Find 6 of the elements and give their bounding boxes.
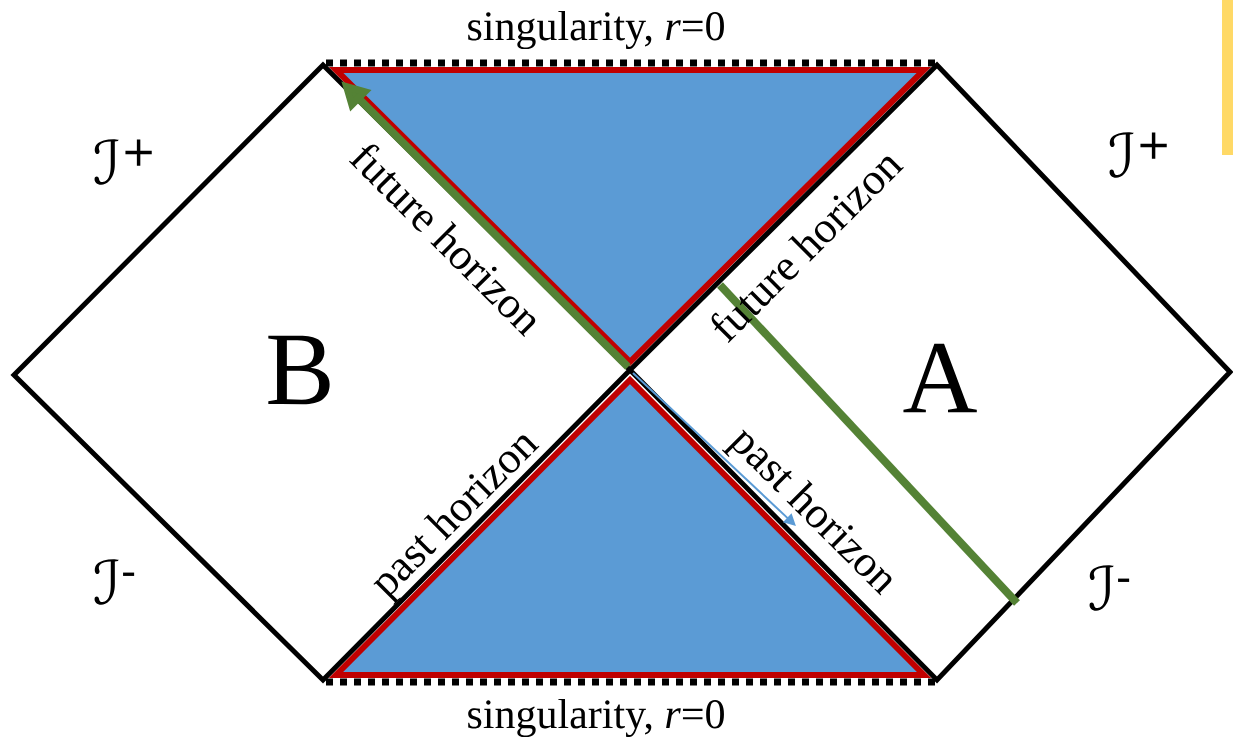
scri-label: ℐ$^{+}$ bbox=[94, 139, 152, 185]
singularity-label: singularity, r=0 bbox=[468, 10, 724, 50]
singularity-label: singularity, r=0 bbox=[468, 698, 724, 738]
scri-label: ℐ$^{-}$ bbox=[1089, 565, 1130, 611]
scri-label: ℐ$^{+}$ bbox=[1109, 132, 1167, 178]
scri-label: ℐ$^{-}$ bbox=[94, 559, 135, 605]
